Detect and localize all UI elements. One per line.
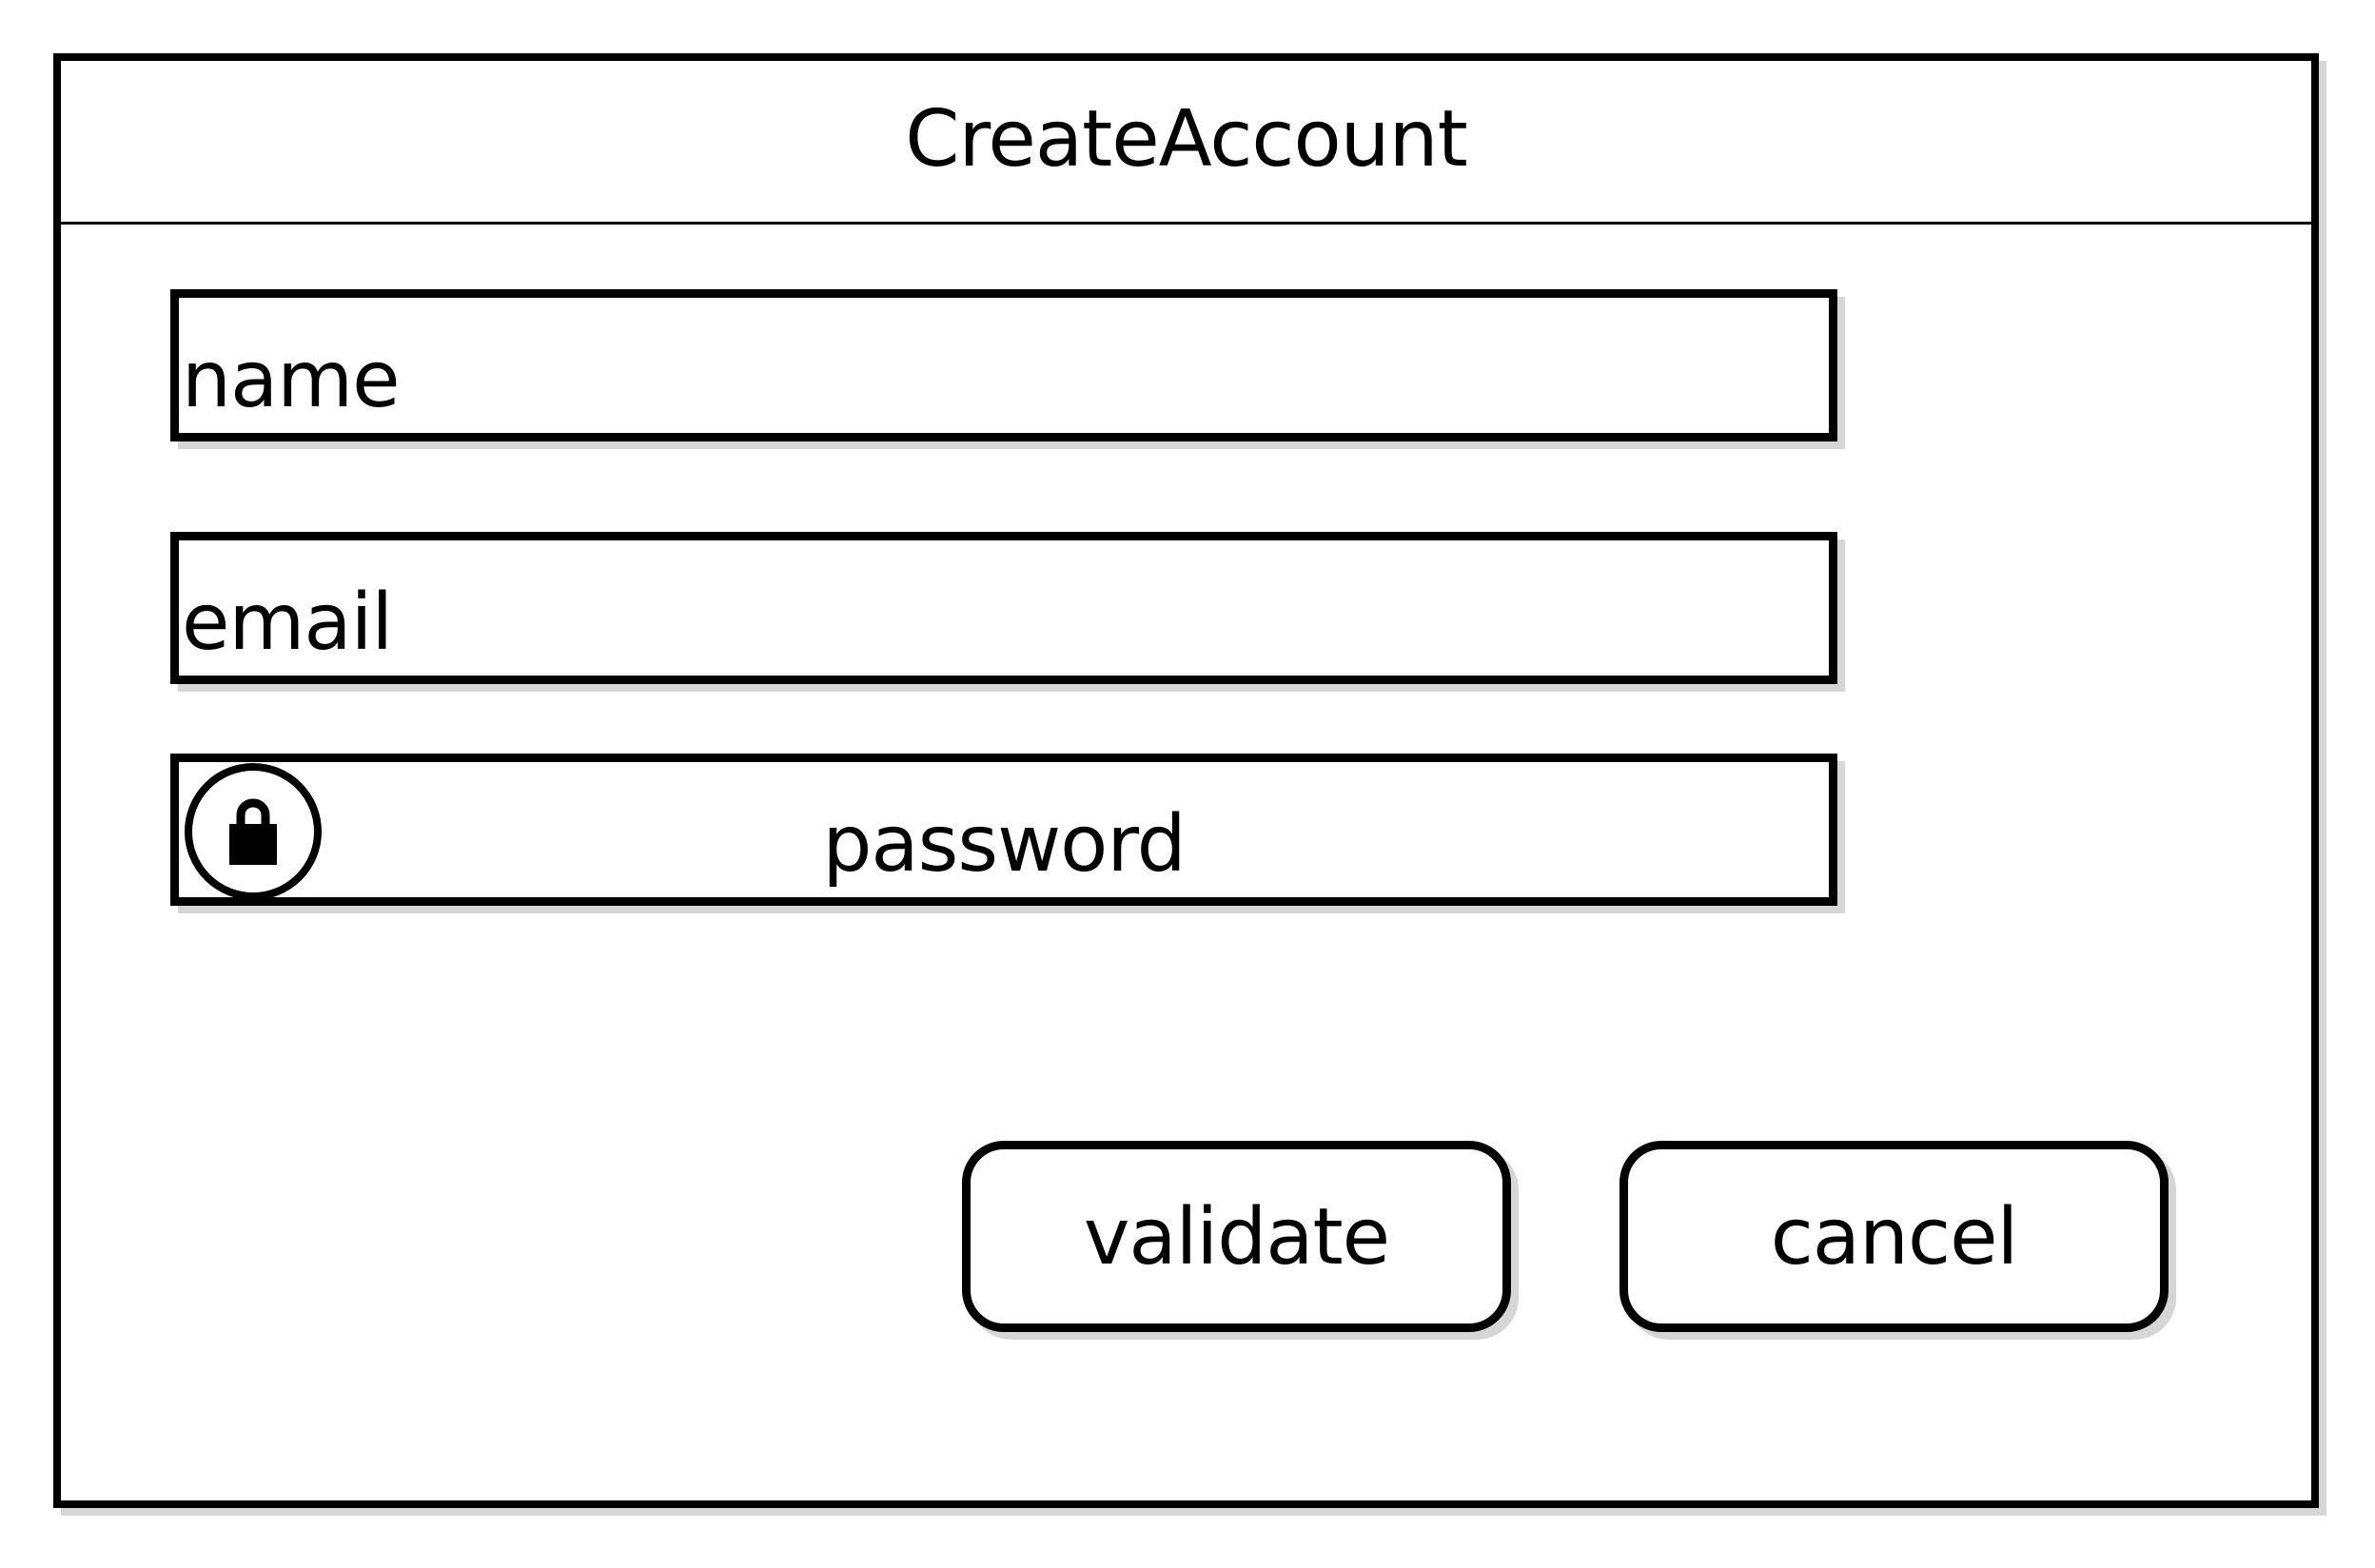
cancel-button-label: cancel: [1770, 1192, 2019, 1283]
title-bar: CreateAccount: [61, 61, 2311, 225]
window-title: CreateAccount: [905, 94, 1468, 185]
name-field[interactable]: name: [170, 289, 1837, 441]
email-field-label: email: [182, 578, 393, 668]
cancel-button[interactable]: cancel: [1619, 1141, 2169, 1332]
password-field-label: password: [822, 799, 1186, 890]
validate-button-label: validate: [1083, 1192, 1390, 1283]
create-account-window: CreateAccount name email password valida…: [53, 53, 2319, 1508]
lock-icon: [185, 763, 322, 897]
validate-button[interactable]: validate: [962, 1141, 1511, 1332]
name-field-label: name: [182, 335, 401, 425]
password-field[interactable]: password: [170, 754, 1837, 906]
email-field[interactable]: email: [170, 532, 1837, 684]
